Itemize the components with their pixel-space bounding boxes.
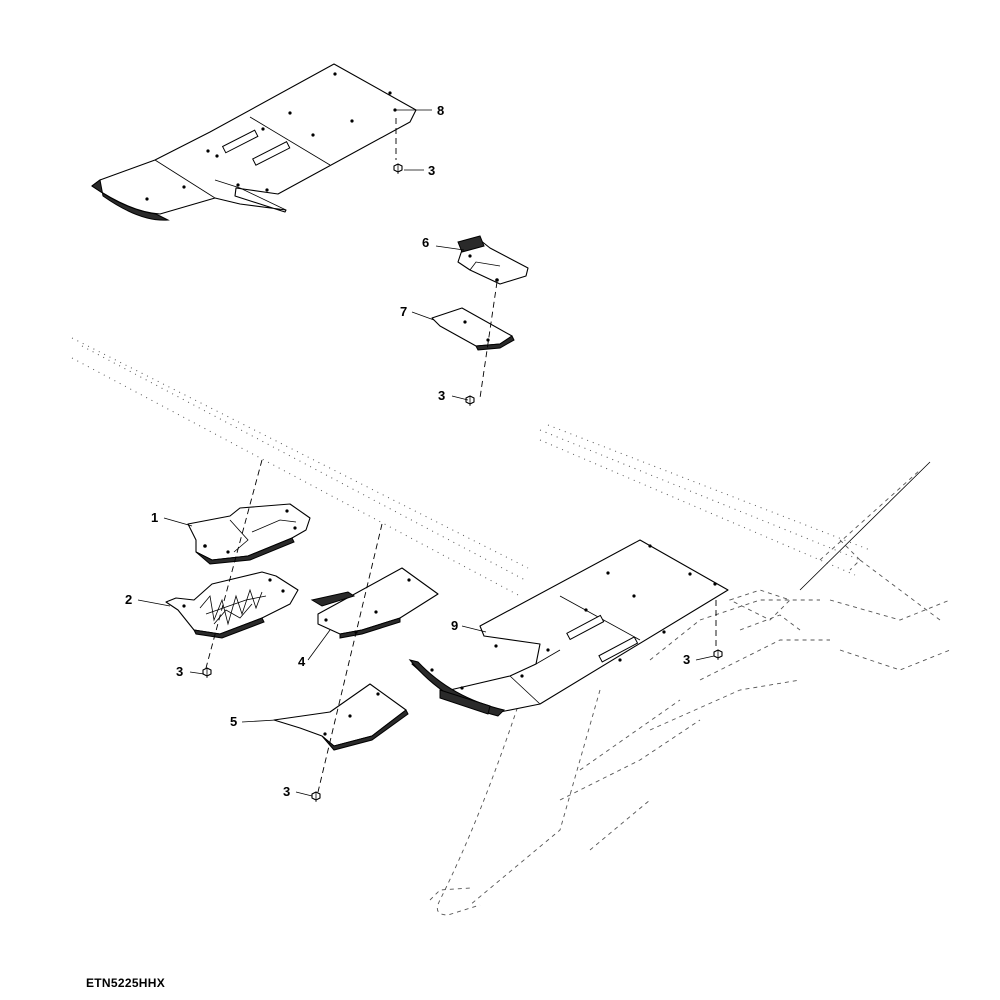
callout-5: 5 (230, 714, 237, 729)
bolt-icon (202, 667, 212, 678)
machine-outline (71, 337, 951, 916)
callout-6: 6 (422, 235, 429, 250)
leader-lines (137, 109, 715, 797)
part-9-skid-plate (408, 539, 729, 717)
assembly-lines (205, 118, 717, 793)
callout-3: 3 (438, 388, 445, 403)
part-8-skid-plate (91, 63, 417, 221)
bolt-icon (311, 791, 321, 802)
callout-8: 8 (437, 103, 444, 118)
bolt-icon (393, 163, 403, 174)
bolt-icon (465, 395, 475, 406)
callout-4: 4 (298, 654, 306, 669)
part-5-plate (273, 683, 409, 751)
part-7-bracket (431, 307, 515, 351)
figure-code: ETN5225HHX (86, 976, 166, 990)
callout-3: 3 (428, 163, 435, 178)
callout-3: 3 (283, 784, 290, 799)
callout-1: 1 (151, 510, 158, 525)
callout-7: 7 (400, 304, 407, 319)
callout-3: 3 (176, 664, 183, 679)
part-2-decal-plate (165, 571, 299, 639)
callout-2: 2 (125, 592, 132, 607)
part-1-plate (187, 503, 311, 565)
part-4-plate (310, 567, 439, 639)
part-6-bracket (457, 235, 529, 285)
callout-labels: 8 3 6 7 3 1 2 3 4 5 3 9 3 (125, 103, 690, 799)
bolt-icon (713, 649, 723, 660)
bolt-fasteners (202, 163, 723, 802)
callout-9: 9 (451, 618, 458, 633)
callout-3: 3 (683, 652, 690, 667)
